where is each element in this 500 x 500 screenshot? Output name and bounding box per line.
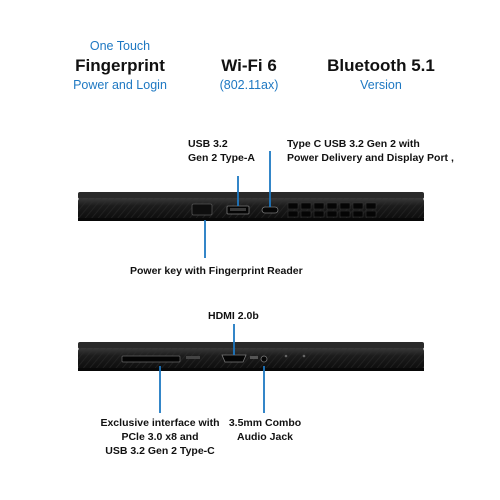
power-key-icon — [191, 203, 213, 216]
usb-a-label-line1: USB 3.2 — [188, 138, 228, 150]
feature-fingerprint-top: One Touch — [89, 39, 151, 53]
audio-jack-icon — [260, 355, 268, 363]
usb-c-label: Type C USB 3.2 Gen 2 with Power Delivery… — [287, 137, 454, 165]
vent-icon — [287, 202, 377, 218]
usb-c-port-icon — [261, 206, 279, 214]
audio-label-line1: 3.5mm Combo — [228, 417, 302, 429]
power-key-label: Power key with Fingerprint Reader — [130, 265, 303, 277]
usb-a-label: USB 3.2 Gen 2 Type-A — [188, 137, 255, 165]
laptop-left-side — [78, 192, 424, 221]
interface-label-line2: PCle 3.0 x8 and — [121, 431, 199, 443]
feature-bluetooth: Bluetooth 5.1 Version — [306, 38, 456, 94]
usb-c-label-line2: Power Delivery and Display Port , — [287, 152, 454, 164]
hdmi-label: HDMI 2.0b — [208, 310, 259, 322]
feature-bluetooth-bottom: Version — [360, 78, 402, 92]
feature-wifi: Wi-Fi 6 (802.11ax) — [174, 38, 324, 94]
feature-fingerprint-bottom: Power and Login — [73, 78, 167, 92]
feature-fingerprint-title: Fingerprint — [75, 56, 165, 75]
interface-label-line3: USB 3.2 Gen 2 Type-C — [105, 445, 215, 457]
callout-lines — [159, 151, 271, 413]
feature-wifi-bottom: (802.11ax) — [219, 78, 279, 92]
interface-label-line1: Exclusive interface with — [100, 417, 220, 429]
usb-a-label-line2: Gen 2 Type-A — [188, 152, 255, 164]
laptop-right-side — [78, 342, 424, 371]
interface-label: Exclusive interface with PCle 3.0 x8 and… — [96, 416, 224, 458]
audio-label: 3.5mm Combo Audio Jack — [224, 416, 306, 444]
exclusive-interface-icon — [121, 355, 181, 363]
usb-c-label-line1: Type C USB 3.2 Gen 2 with — [287, 138, 420, 150]
audio-label-line2: Audio Jack — [236, 431, 294, 443]
feature-fingerprint: One Touch Fingerprint Power and Login — [45, 38, 195, 94]
hdmi-port-icon — [221, 354, 247, 363]
feature-wifi-title: Wi-Fi 6 — [221, 56, 277, 75]
feature-bluetooth-title: Bluetooth 5.1 — [327, 56, 435, 75]
